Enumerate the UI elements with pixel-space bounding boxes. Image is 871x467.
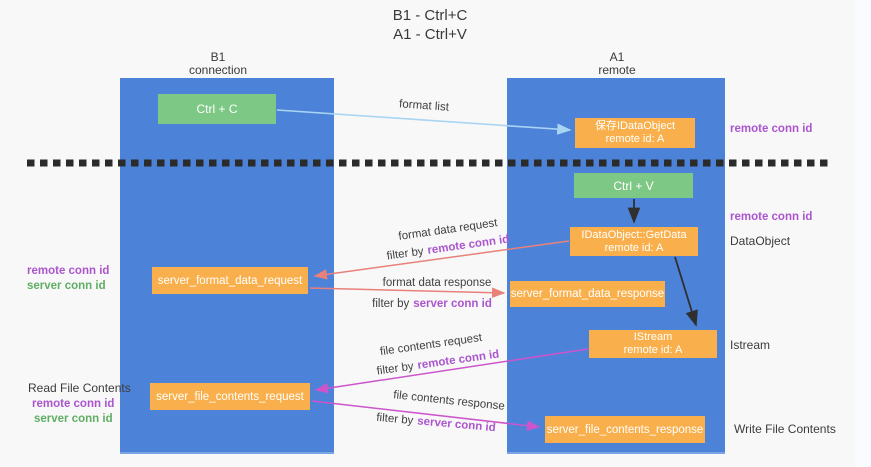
format-data-response-label: format data response (382, 277, 492, 289)
diagram-title: B1 - Ctrl+C A1 - Ctrl+V (393, 6, 468, 44)
file-contents-response-label: file contents response (392, 389, 506, 413)
right-remote-conn-id-top: remote conn id (730, 123, 813, 135)
ctrl-c-box: Ctrl + C (158, 94, 276, 124)
ctrl-c-label: Ctrl + C (196, 102, 238, 116)
save-dataobject-line1: 保存IDataObject (594, 120, 676, 132)
server-format-data-response-label: server_format_data_response (510, 288, 665, 300)
right-column-subtitle: remote (598, 63, 636, 77)
left-remote-conn-id-top: remote conn id (27, 265, 110, 277)
read-file-contents-label: Read File Contents (28, 381, 131, 395)
right-remote-conn-id-mid: remote conn id (730, 211, 813, 223)
save-dataobject-box: 保存IDataObject remote id: A (575, 118, 695, 148)
server-conn-id-text: server conn id (413, 298, 492, 310)
title-line-2: A1 - Ctrl+V (393, 26, 467, 43)
server-file-contents-request-label: server_file_contents_request (156, 390, 304, 403)
left-server-conn-id-bottom: server conn id (34, 413, 113, 425)
istream-box: IStream remote id: A (589, 330, 717, 358)
istream-side-label: Istream (730, 338, 771, 352)
left-server-conn-id-top: server conn id (27, 280, 106, 292)
getdata-box: IDataObject::GetData remote id: A (570, 227, 698, 256)
filter-by-text: filter by (386, 245, 425, 263)
save-dataobject-line2: remote id: A (605, 133, 665, 145)
left-column-header: B1 connection (189, 51, 247, 77)
remote-conn-id-text: remote conn id (416, 348, 500, 372)
right-column-header: A1 remote (598, 51, 635, 77)
format-list-label: format list (398, 98, 450, 114)
right-margin-strip (855, 0, 871, 467)
filter-by-text: filter by (372, 298, 410, 310)
dataobject-label: DataObject (730, 234, 791, 248)
right-column-name: A1 (609, 50, 625, 64)
server-conn-id-text: server conn id (416, 415, 497, 435)
server-format-data-request-label: server_format_data_request (157, 274, 303, 287)
left-column-subtitle: connection (188, 63, 248, 77)
server-file-contents-response-box: server_file_contents_response (545, 416, 705, 443)
filter-by-text: filter by (375, 411, 414, 427)
getdata-line1: IDataObject::GetData (581, 228, 687, 241)
filter-by-text: filter by (376, 360, 415, 378)
istream-line2: remote id: A (623, 344, 683, 356)
server-format-data-request-box: server_format_data_request (152, 267, 308, 294)
istream-line1: IStream (633, 331, 673, 343)
getdata-line2: remote id: A (604, 241, 664, 254)
left-column-name: B1 (210, 50, 226, 64)
ctrl-v-box: Ctrl + V (574, 173, 693, 198)
ctrl-v-label: Ctrl + V (613, 178, 654, 193)
left-remote-conn-id-bottom: remote conn id (32, 398, 115, 410)
server-file-contents-response-label: server_file_contents_response (546, 423, 704, 436)
write-file-contents-label: Write File Contents (734, 422, 836, 436)
title-line-1: B1 - Ctrl+C (392, 7, 468, 24)
server-file-contents-request-box: server_file_contents_request (150, 383, 310, 410)
server-format-data-response-box: server_format_data_response (510, 281, 665, 307)
